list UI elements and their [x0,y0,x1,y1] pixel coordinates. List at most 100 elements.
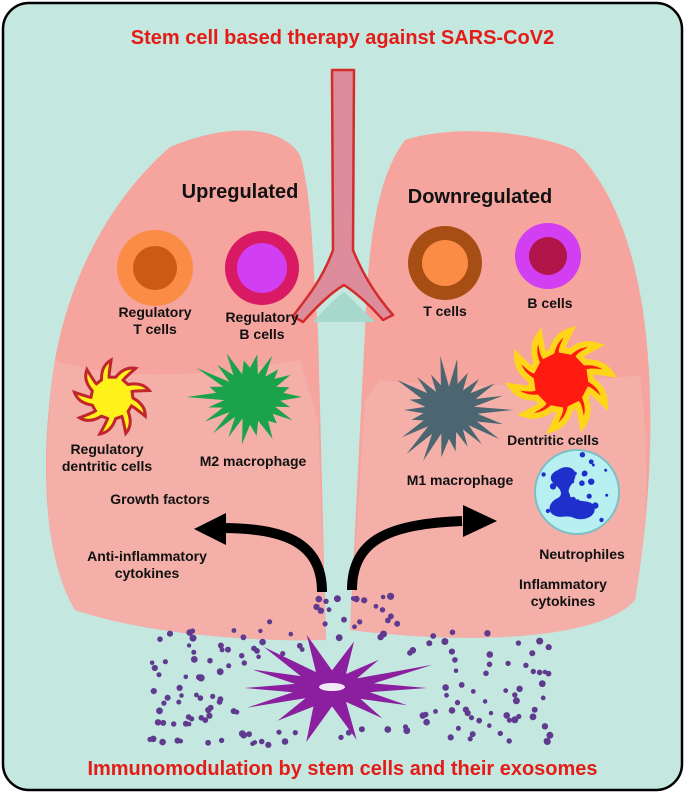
figure-footer: Immunomodulation by stem cells and their… [87,758,598,780]
exosome-particle [394,620,401,627]
regulatory-t-cells-label: Regulatory T cells [90,304,220,338]
exosome-particle [151,664,158,672]
neutrophil-granule [586,493,592,499]
exosome-particle [345,729,352,736]
exosome-particle [448,648,455,655]
exosome-particle [258,628,263,634]
regulatory-dendritic-cells-label-line2: dentritic cells [61,458,153,474]
exosome-particle [409,647,417,654]
exosome-particle [176,684,183,692]
exosome-particle [358,726,365,733]
m1-macrophage-icon [397,355,514,461]
m2-macrophage-icon [186,353,302,445]
exosome-particle [198,715,205,721]
exosome-particle [361,597,368,604]
exosome-particle [186,629,193,636]
exosome-particle [403,727,410,734]
inflammatory-label-line1: Inflammatory [519,576,607,592]
exosome-particle [503,712,511,719]
dendritic-cells-label: Dentritic cells [507,432,599,448]
exosome-particle [503,688,509,693]
exosome-particle [154,719,162,726]
exosome-particle [454,699,461,706]
regulatory-b-cells-label: Regulatory B cells [197,309,327,343]
exosome-particle [162,659,168,665]
exosome-particle [240,634,247,641]
neutrophil-granule [588,459,594,465]
exosome-particle [486,651,494,658]
growth-factors-label: Growth factors [110,491,210,507]
exosome-particle [250,741,255,746]
neutrophil-granule [588,478,595,485]
exosome-particle [217,696,224,703]
exosome-particle [470,689,476,694]
regulatory-b-cells-label-line1: Regulatory [225,309,299,325]
exosome-particle [523,662,529,668]
neutrophil-granule [553,501,559,507]
exosome-particle [423,718,430,726]
exosome-particle [530,668,536,675]
exosome-particle [529,713,537,721]
exosome-particle [276,729,282,735]
exosome-particle [156,672,162,678]
b-cells-label: B cells [527,295,573,311]
exosome-particle [384,726,392,733]
m1-macrophage-label: M1 macrophage [406,472,514,488]
exosome-particle [538,680,546,688]
exosome-particle [182,720,189,727]
left-arrow-head [194,513,226,545]
exosome-particle [159,738,166,746]
exosome-particles [147,592,554,749]
exosome-particle [483,670,489,677]
exosome-particle [515,640,522,646]
regulatory-t-cells-label-line2: T cells [133,321,177,337]
exosome-particle [326,607,332,613]
exosome-particle [210,693,216,700]
exosome-particle [218,737,225,744]
exosome-particle [164,694,171,701]
inflammatory-cytokines-label: Inflammatory cytokines [498,576,628,610]
exosome-particle [467,736,473,742]
exosome-particle [335,634,343,642]
exosome-particle [540,695,546,701]
neutrophil-granules [541,452,609,523]
t-cell-nucleus [422,240,468,286]
exosome-particle [380,594,386,600]
exosome-particle [296,642,303,649]
exosome-particle [487,723,492,728]
regulatory-b-cell-nucleus [237,243,287,293]
exosome-particle [468,715,475,721]
neutrophil-granule [561,483,566,489]
exosome-particle [543,738,551,745]
exosome-particle [441,638,449,645]
exosome-particle [265,741,272,749]
exosome-particle [147,736,153,743]
neutrophil-granule [579,480,585,487]
right-arrow-head [463,505,497,537]
exosome-particle [476,717,483,724]
exosome-particle [338,734,344,741]
exosome-particle [506,717,512,723]
exosome-particle [183,674,189,680]
exosome-particle [234,709,240,715]
neutrophil-granule [578,500,584,507]
exosome-particle [455,725,461,731]
exosome-particle [422,711,429,718]
exosome-particle [206,712,213,719]
exosome-particle [179,693,184,698]
exosome-particle [258,738,265,745]
stem-cell-nucleus [319,683,345,691]
exosome-particle [186,643,192,648]
exosome-particle [157,636,163,642]
exosome-particle [241,660,247,666]
exosome-particle [516,685,523,692]
exosome-particle [385,617,391,624]
b-cell-nucleus [529,237,567,275]
exosome-particle [207,704,214,711]
exosome-particle [453,668,459,673]
exosome-particle [267,619,273,625]
m2-macrophage-label: M2 macrophage [199,453,307,469]
exosome-particle [442,684,449,691]
regulatory-t-cells-label-line1: Regulatory [118,304,192,320]
neutrophil-granule [581,472,586,477]
